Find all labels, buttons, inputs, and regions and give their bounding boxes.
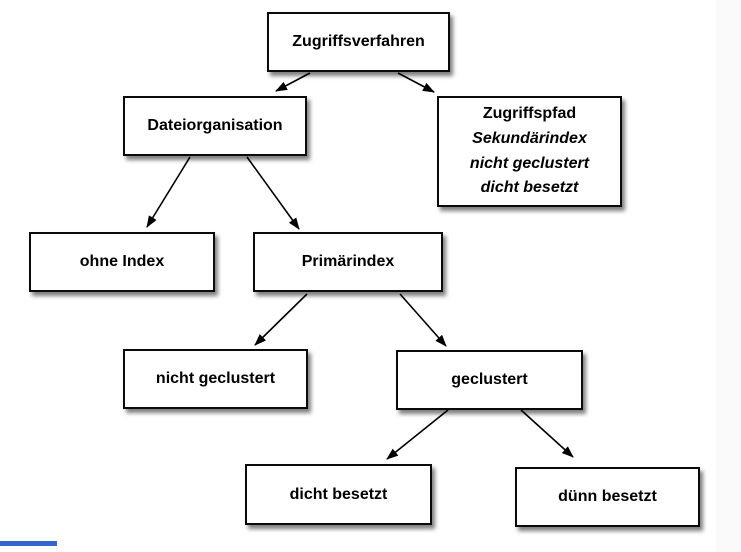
- node-primaerindex: Primärindex: [253, 232, 443, 292]
- node-zugriffspfad: Zugriffspfad Sekundärindex nicht geclust…: [437, 96, 622, 207]
- arrow-geclustert-duenn-besetzt: [520, 409, 574, 458]
- node-zugriffsverfahren-label: Zugriffsverfahren: [292, 33, 425, 50]
- arrow-geclustert-dicht-besetzt: [386, 409, 449, 460]
- node-zugriffspfad-line1: Zugriffspfad: [482, 104, 577, 122]
- node-duenn-besetzt-label: dünn besetzt: [558, 488, 657, 505]
- node-ohne-index-label: ohne Index: [79, 253, 165, 270]
- node-geclustert-label: geclustert: [451, 371, 528, 388]
- right-margin-band: [716, 0, 741, 552]
- node-nicht-geclustert-label: nicht geclustert: [155, 370, 276, 387]
- node-zugriffspfad-line4: dicht besetzt: [480, 179, 579, 197]
- node-ohne-index: ohne Index: [29, 232, 215, 292]
- node-nicht-geclustert: nicht geclustert: [123, 349, 308, 409]
- node-dateiorganisation: Dateiorganisation: [123, 96, 307, 156]
- node-duenn-besetzt: dünn besetzt: [515, 467, 700, 527]
- node-primaerindex-label: Primärindex: [301, 253, 395, 270]
- arrow-zugriffsverfahren-dateiorganisation: [275, 72, 311, 92]
- node-dicht-besetzt: dicht besetzt: [245, 464, 432, 525]
- arrow-primaerindex-nicht-geclustert: [254, 293, 308, 346]
- node-dicht-besetzt-label: dicht besetzt: [289, 485, 388, 503]
- arrow-zugriffsverfahren-zugriffspfad: [397, 72, 435, 93]
- bottom-accent-bar: [0, 541, 57, 546]
- node-geclustert: geclustert: [396, 350, 583, 410]
- node-zugriffspfad-line2: Sekundärindex: [472, 129, 587, 147]
- arrow-dateiorganisation-primaerindex: [246, 156, 300, 230]
- node-zugriffspfad-line3: nicht geclustert: [469, 154, 590, 172]
- arrow-dateiorganisation-ohne-index: [146, 156, 191, 228]
- node-zugriffsverfahren: Zugriffsverfahren: [267, 12, 450, 72]
- arrow-primaerindex-geclustert: [399, 293, 447, 347]
- node-dateiorganisation-label: Dateiorganisation: [147, 117, 283, 134]
